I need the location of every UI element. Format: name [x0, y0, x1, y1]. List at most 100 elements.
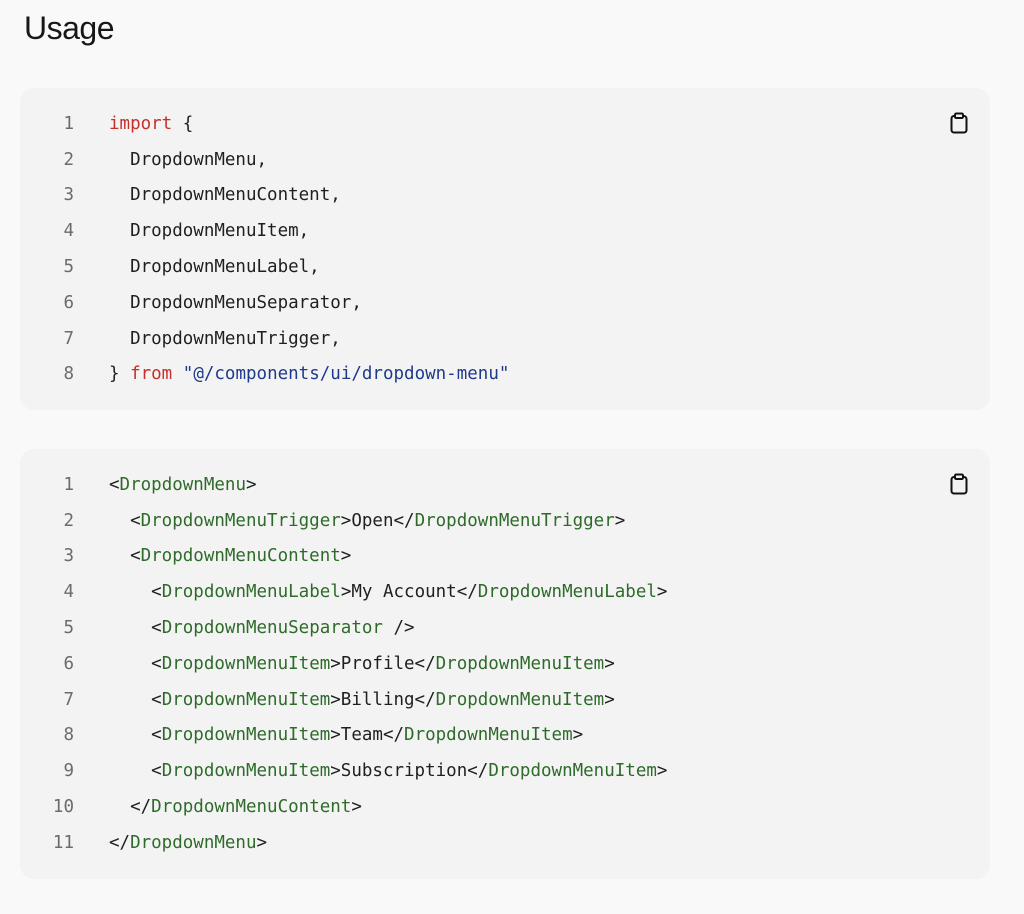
line-code: <DropdownMenuContent>	[109, 546, 351, 566]
line-code: <DropdownMenuSeparator />	[109, 618, 415, 639]
line-code: DropdownMenuTrigger,	[109, 329, 341, 349]
line-number: 6	[63, 292, 74, 313]
code-token-plain: DropdownMenuSeparator,	[109, 292, 362, 313]
code-token-tag: DropdownMenuTrigger	[140, 510, 341, 531]
code-token-tag: DropdownMenuItem	[161, 761, 331, 782]
code-line: 1 <DropdownMenu>	[20, 467, 667, 503]
code-token-plain: <	[109, 510, 141, 531]
code-token-plain: {	[172, 113, 194, 134]
code-token-plain: >Open</	[340, 510, 415, 531]
code-token-plain: >	[245, 474, 257, 495]
line-code: </DropdownMenuContent>	[109, 797, 362, 817]
line-number: 2	[63, 149, 74, 170]
code-token-plain: >	[614, 510, 626, 531]
code-token-plain: <	[109, 761, 162, 782]
code-line: 8} from "@/components/ui/dropdown-menu"	[20, 357, 509, 393]
code-token-tag: DropdownMenuTrigger	[414, 510, 615, 531]
code-line: 6 <DropdownMenuItem>Profile</DropdownMen…	[20, 646, 667, 682]
code-line: 6 DropdownMenuSeparator,	[20, 285, 509, 321]
line-number: 3	[63, 546, 74, 567]
code-token-plain: >Subscription</	[330, 761, 489, 782]
code-line: 4 DropdownMenuItem,	[20, 213, 509, 249]
code-token-plain	[172, 364, 183, 384]
code-line: 10 </DropdownMenuContent>	[20, 789, 667, 825]
code-line: 2 DropdownMenu,	[20, 142, 509, 178]
usage-code-lines: 1<DropdownMenu>2 <DropdownMenuTrigger>Op…	[20, 467, 668, 861]
line-number: 1	[63, 474, 74, 495]
code-line: 9 <DropdownMenuItem>Subscription</Dropdo…	[20, 753, 667, 789]
line-number: 4	[63, 582, 74, 603]
line-code: DropdownMenuSeparator,	[109, 293, 362, 313]
code-token-plain: >	[351, 797, 362, 818]
code-line: 7 <DropdownMenuItem>Billing</DropdownMen…	[20, 682, 667, 718]
code-token-keyword: import	[109, 113, 173, 134]
code-line: 5 <DropdownMenuSeparator />	[20, 610, 667, 646]
code-line: 4 <DropdownMenuLabel>My Account</Dropdow…	[20, 574, 667, 610]
line-code: DropdownMenuItem,	[109, 221, 309, 241]
code-token-plain: />	[382, 618, 415, 639]
line-code: <DropdownMenuItem>Billing</DropdownMenuI…	[109, 690, 615, 710]
line-number: 8	[63, 725, 74, 746]
code-token-string: "@/components/ui/dropdown-menu"	[182, 364, 510, 385]
code-token-tag: DropdownMenuItem	[435, 689, 605, 710]
code-token-plain: >	[256, 832, 268, 853]
code-token-tag: DropdownMenu	[130, 832, 257, 853]
line-code: <DropdownMenu>	[109, 475, 257, 495]
code-token-plain: </	[109, 832, 131, 853]
line-number: 4	[63, 221, 74, 242]
code-token-plain: DropdownMenuItem,	[109, 221, 310, 242]
code-token-plain: >	[340, 546, 352, 567]
line-code: <DropdownMenuItem>Subscription</Dropdown…	[109, 761, 667, 781]
line-code: DropdownMenuContent,	[109, 185, 341, 205]
code-line: 11</DropdownMenu>	[20, 825, 667, 861]
clipboard-icon	[950, 473, 968, 495]
line-number: 1	[63, 113, 74, 134]
code-token-plain: >Team</	[330, 725, 405, 746]
code-line: 8 <DropdownMenuItem>Team</DropdownMenuIt…	[20, 718, 667, 754]
code-token-plain: <	[109, 582, 162, 603]
line-number: 8	[63, 364, 74, 385]
line-number: 5	[63, 257, 74, 278]
code-token-plain: >Billing</	[330, 689, 436, 710]
code-token-tag: DropdownMenuLabel	[477, 582, 657, 603]
code-token-plain: <	[109, 474, 120, 495]
copy-import-button[interactable]	[948, 112, 970, 134]
code-token-plain: >	[604, 653, 615, 674]
line-number: 9	[63, 761, 74, 782]
line-number: 7	[63, 328, 74, 349]
code-token-plain: >	[572, 725, 584, 746]
line-code: <DropdownMenuLabel>My Account</DropdownM…	[109, 582, 667, 602]
code-token-plain: >Profile</	[330, 653, 436, 674]
code-token-tag: DropdownMenuItem	[404, 725, 573, 746]
line-number: 7	[63, 689, 74, 710]
line-code: DropdownMenu,	[109, 150, 267, 170]
line-code: import {	[109, 114, 193, 134]
code-line: 1 import {	[20, 106, 509, 142]
copy-usage-button[interactable]	[948, 473, 970, 495]
code-token-plain: <	[109, 689, 162, 710]
code-token-plain: <	[109, 725, 162, 746]
code-line: 5 DropdownMenuLabel,	[20, 249, 509, 285]
code-token-tag: DropdownMenu	[119, 474, 246, 495]
line-code: DropdownMenuLabel,	[109, 257, 320, 277]
code-line: 3 DropdownMenuContent,	[20, 178, 509, 214]
line-code: <DropdownMenuTrigger>Open</DropdownMenuT…	[109, 511, 625, 531]
code-token-plain: >My Account</	[340, 582, 478, 603]
code-token-tag: DropdownMenuItem	[161, 689, 331, 710]
code-token-plain: <	[109, 653, 162, 674]
code-token-tag: DropdownMenuItem	[435, 653, 605, 674]
section-heading: Usage	[24, 10, 115, 46]
code-token-tag: DropdownMenuItem	[161, 725, 331, 746]
line-code: </DropdownMenu>	[109, 833, 267, 853]
line-number: 6	[63, 653, 74, 674]
code-line: 3 <DropdownMenuContent>	[20, 539, 667, 575]
line-code: <DropdownMenuItem>Profile</DropdownMenuI…	[109, 654, 615, 674]
code-token-plain: <	[109, 546, 141, 567]
line-number: 10	[52, 797, 74, 818]
code-line: 2 <DropdownMenuTrigger>Open</DropdownMen…	[20, 503, 667, 539]
code-token-plain: <	[109, 618, 162, 639]
code-token-plain: DropdownMenuContent,	[109, 185, 341, 206]
line-code: <DropdownMenuItem>Team</DropdownMenuItem…	[109, 725, 583, 745]
code-token-plain: DropdownMenuTrigger,	[109, 328, 341, 349]
